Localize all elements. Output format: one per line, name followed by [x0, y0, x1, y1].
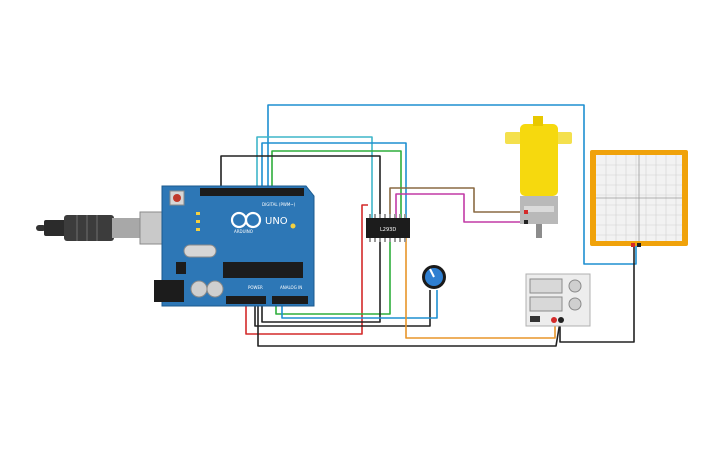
usb-cable-icon — [36, 211, 169, 245]
wire-blue-pot[interactable] — [281, 290, 438, 319]
brand-label: ARDUINO — [234, 229, 253, 234]
wires — [220, 104, 637, 347]
power-label: POWER — [248, 285, 263, 290]
oscilloscope[interactable] — [590, 150, 688, 247]
power-jack — [154, 280, 184, 302]
regulator — [176, 262, 186, 274]
wire-orange-supply[interactable] — [405, 238, 556, 339]
wire-magenta-motor[interactable] — [395, 193, 524, 223]
wire-black-top[interactable] — [220, 155, 381, 218]
analog-label: ANALOG IN — [280, 285, 302, 290]
potentiometer[interactable] — [422, 265, 446, 289]
capacitor-2 — [206, 280, 224, 298]
digital-header — [200, 188, 304, 196]
wire-red-chip[interactable] — [245, 204, 368, 335]
wire-blue-chip[interactable] — [261, 142, 407, 218]
arduino-logo-icon — [230, 211, 262, 229]
power-supply[interactable] — [525, 273, 591, 327]
wire-blue-scope[interactable] — [267, 104, 637, 265]
digital-label: DIGITAL (PWM~) — [262, 202, 296, 207]
atmega-chip — [223, 262, 303, 278]
power-header — [226, 296, 266, 304]
oscilloscope-icon — [590, 150, 688, 247]
driver-chip-label: L293D — [380, 227, 396, 233]
driver-chip[interactable]: L293D — [366, 214, 410, 242]
analog-header — [272, 296, 308, 304]
motor-icon — [505, 116, 572, 238]
wire-black-pot[interactable] — [254, 290, 431, 327]
arduino-uno-board[interactable]: UNO ARDUINO DIGITAL (PWM~) POWER ANALOG … — [154, 185, 315, 307]
wire-green-chip[interactable] — [271, 150, 402, 218]
wire-brown-motor[interactable] — [389, 187, 524, 218]
potentiometer-icon — [422, 265, 446, 289]
wire-black-chip-bottom[interactable] — [261, 238, 381, 323]
dc-motor[interactable] — [505, 116, 572, 238]
model-label: UNO — [265, 216, 288, 227]
crystal — [183, 244, 217, 258]
capacitor-1 — [190, 280, 208, 298]
power-supply-icon — [525, 273, 591, 327]
wire-green-bottom[interactable] — [275, 238, 391, 315]
wire-black-supply[interactable] — [257, 304, 561, 347]
usb-cable[interactable] — [36, 211, 169, 245]
wire-black-scope[interactable] — [559, 246, 635, 343]
wire-teal[interactable] — [256, 136, 373, 218]
